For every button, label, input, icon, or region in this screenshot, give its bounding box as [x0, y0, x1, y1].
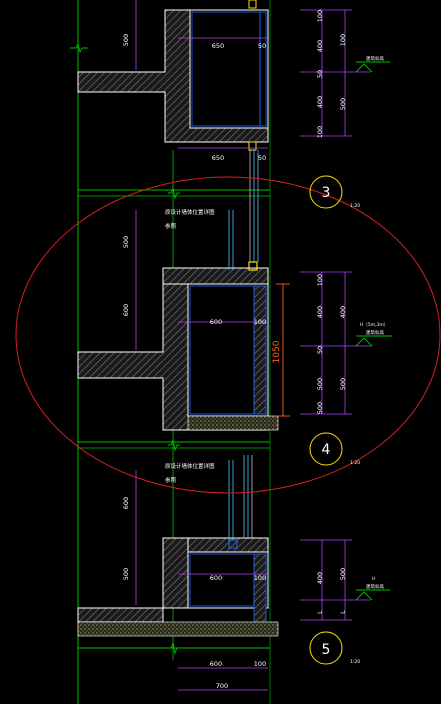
dim-low-600: 600: [210, 574, 222, 582]
dim-r2-side-400: 400: [339, 306, 347, 318]
elevation-prefix-mid: H（5m,3m）: [360, 322, 388, 328]
revision-cloud: [15, 176, 441, 494]
dim-r1-400b: 400: [316, 96, 324, 108]
elevation-label-mid: 建筑标高: [366, 329, 384, 336]
dim-r1-100b: 100: [316, 126, 324, 138]
elevation-marker-icon: [355, 61, 392, 601]
dim-r2-50: 50: [316, 346, 324, 354]
dim-r2-100: 100: [316, 274, 324, 286]
dim-r2-500: 500: [316, 402, 324, 414]
elevation-label-top: 建筑标高: [366, 55, 384, 62]
dim-left-mid-500: 500: [122, 236, 130, 248]
dim-left-low-500: 500: [122, 568, 130, 580]
dim-left-top-500: 500: [122, 34, 130, 46]
elevation-label-bot: 建筑标高: [366, 583, 384, 590]
dim-r3-L: L: [316, 610, 324, 614]
dim-bot-700: 700: [216, 682, 228, 690]
dim-left-low-600: 600: [122, 497, 130, 509]
elevation-prefix-bot: H: [372, 576, 375, 582]
dim-r1-50: 50: [316, 70, 324, 78]
dim-r2-side-500: 500: [339, 378, 347, 390]
dim-r1-400: 400: [316, 40, 324, 52]
note-upper: 原设计墙体位置详图: [165, 208, 215, 216]
dim-mid-650: 650: [212, 154, 224, 162]
dim-h-100: 100: [254, 318, 266, 326]
dim-r3-500: 500: [339, 568, 347, 580]
dim-r1-side-100: 100: [339, 34, 347, 46]
dim-bot-100: 100: [254, 660, 266, 668]
scale-label-5: 1:20: [350, 659, 360, 665]
note-lower-sub: 参照: [165, 476, 177, 484]
upper-wall-section: [77, 0, 269, 262]
dim-r2-500b: 500: [316, 378, 324, 390]
dim-r2-400: 400: [316, 306, 324, 318]
axis-bubble-5: [309, 631, 343, 665]
dim-top-50: 50: [258, 42, 266, 50]
dim-r3-L2: L: [339, 610, 347, 614]
height-label: 1050: [272, 340, 282, 363]
dim-bot-600: 600: [210, 660, 222, 668]
note-lower: 原设计墙体位置详图: [165, 462, 215, 470]
dim-low-100: 100: [254, 574, 266, 582]
dim-left-mid-600: 600: [122, 304, 130, 316]
axis-label-5: 5: [322, 642, 331, 658]
glazing-lines: [228, 210, 234, 540]
axis-bubble-3: [309, 175, 343, 209]
note-upper-sub: 参照: [165, 222, 177, 230]
dim-r1-100: 100: [316, 10, 324, 22]
dim-h-600: 600: [210, 318, 222, 326]
dim-mid-50: 50: [258, 154, 266, 162]
dimension-lines: [135, 0, 372, 691]
middle-wall-section: [77, 261, 279, 431]
lower-wall-section: [77, 455, 279, 637]
break-line-icon: [70, 42, 180, 655]
scale-label-3: 1:20: [350, 203, 360, 209]
axis-label-4: 4: [322, 442, 331, 458]
axis-label-3: 3: [322, 185, 331, 201]
axis-bubble-4: [309, 432, 343, 466]
dim-top-650: 650: [212, 42, 224, 50]
dim-r3-400: 400: [316, 572, 324, 584]
height-dimension: [276, 283, 290, 417]
dim-r1-side-500: 500: [339, 98, 347, 110]
scale-label-4: 1:20: [350, 460, 360, 466]
